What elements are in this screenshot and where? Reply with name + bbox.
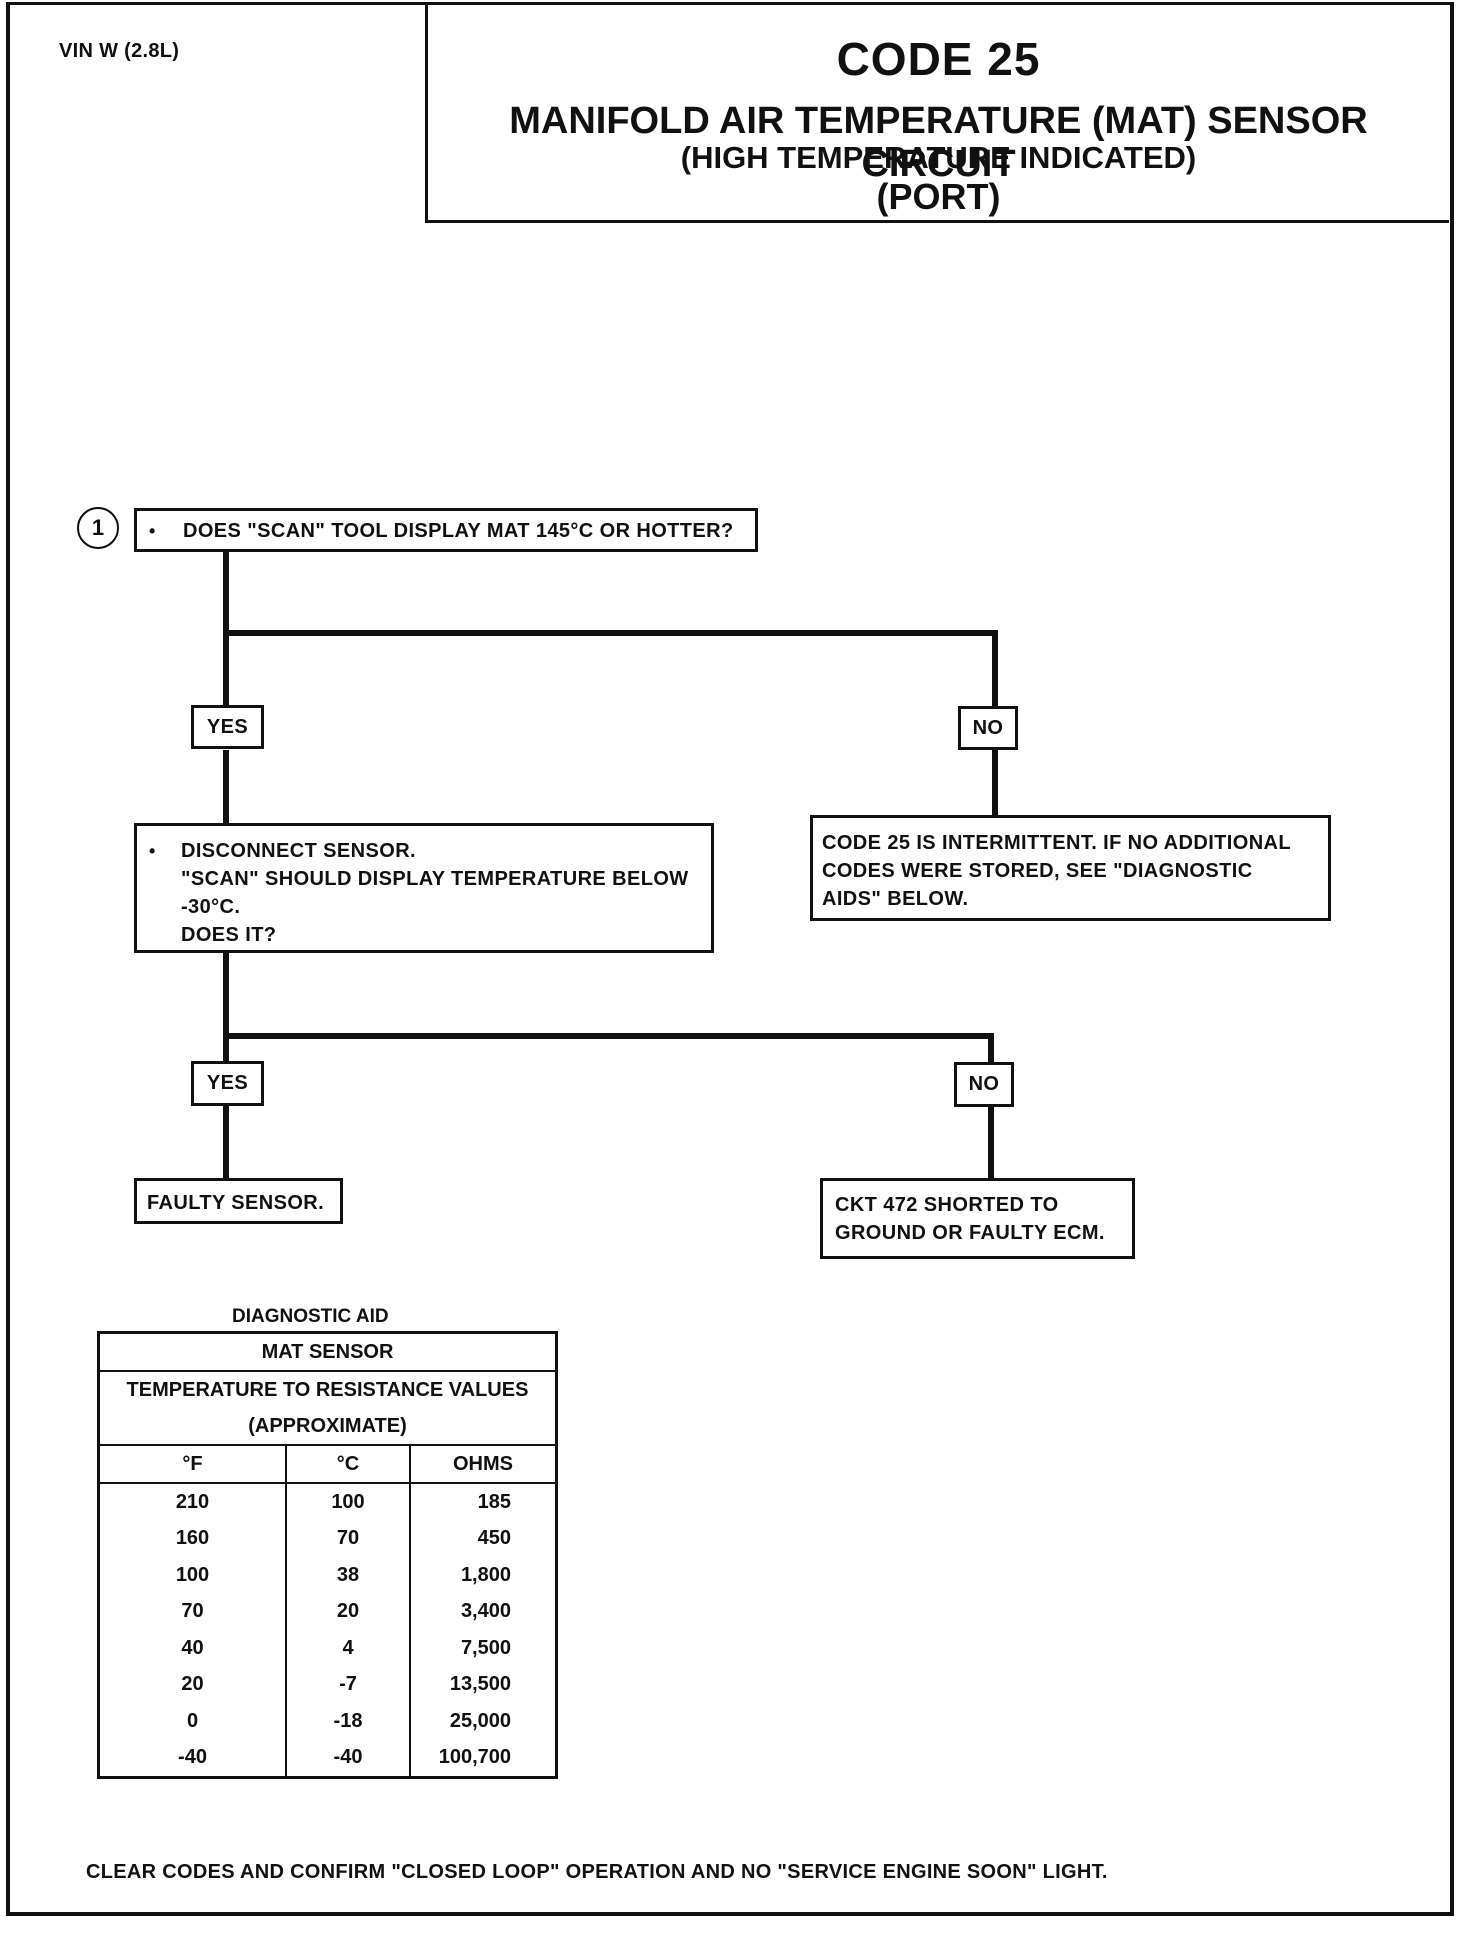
column-header-celsius: °C xyxy=(286,1445,411,1484)
connector-q2-down xyxy=(223,953,229,1061)
table-row: 160 70 450 xyxy=(98,1520,557,1557)
no-label-1: NO xyxy=(958,706,1018,750)
intermittent-line: CODES WERE STORED, SEE "DIAGNOSTIC xyxy=(822,860,1253,882)
diagnostic-aid-heading: DIAGNOSTIC AID xyxy=(232,1306,389,1327)
cell-fahrenheit: 210 xyxy=(98,1483,287,1521)
question-2-line: DISCONNECT SENSOR. xyxy=(181,840,417,862)
footer-instruction: CLEAR CODES AND CONFIRM "CLOSED LOOP" OP… xyxy=(86,1861,1108,1883)
cell-celsius: -18 xyxy=(286,1703,411,1740)
condition-subtitle: (HIGH TEMPERATURE INDICATED) xyxy=(680,140,1197,175)
table-row: 20 -7 13,500 xyxy=(98,1666,557,1703)
page-border xyxy=(6,4,1454,1916)
cell-ohms: 3,400 xyxy=(460,1600,511,1623)
cell-celsius: 4 xyxy=(286,1630,411,1667)
table-row: 0 -18 25,000 xyxy=(98,1703,557,1740)
question-box-1: • DOES "SCAN" TOOL DISPLAY MAT 145°C OR … xyxy=(134,508,758,552)
connector-q2-no-to-result xyxy=(988,1106,994,1178)
connector-q1-yes-down xyxy=(223,750,229,828)
cell-celsius: 38 xyxy=(286,1557,411,1594)
question-2-line: "SCAN" SHOULD DISPLAY TEMPERATURE BELOW xyxy=(181,868,689,890)
title-block: CODE 25 MANIFOLD AIR TEMPERATURE (MAT) S… xyxy=(425,4,1449,223)
cell-ohms: 7,500 xyxy=(460,1636,511,1659)
ckt-line: CKT 472 SHORTED TO xyxy=(835,1194,1059,1216)
code-title: CODE 25 xyxy=(836,33,1041,85)
vin-label: VIN W (2.8L) xyxy=(59,40,180,62)
table-row: -40 -40 100,700 xyxy=(98,1739,557,1778)
cell-ohms: 13,500 xyxy=(449,1673,511,1696)
ckt-short-result-box: CKT 472 SHORTED TO GROUND OR FAULTY ECM. xyxy=(820,1178,1135,1259)
cell-celsius: -40 xyxy=(286,1739,411,1778)
cell-ohms: 450 xyxy=(477,1527,511,1550)
cell-ohms: 185 xyxy=(477,1490,511,1513)
connector-q1-no-to-result xyxy=(992,750,998,820)
table-row: 40 4 7,500 xyxy=(98,1630,557,1667)
question-2-line: -30°C. xyxy=(181,896,241,918)
connector-q1-no-down xyxy=(992,630,998,716)
cell-fahrenheit: -40 xyxy=(98,1739,287,1778)
yes-label-2: YES xyxy=(191,1061,264,1106)
table-title: MAT SENSOR xyxy=(98,1332,557,1372)
connector-q1-branch xyxy=(223,630,998,636)
cell-fahrenheit: 70 xyxy=(98,1593,287,1630)
cell-celsius: 20 xyxy=(286,1593,411,1630)
question-2-line: DOES IT? xyxy=(181,924,277,946)
intermittent-line: CODE 25 IS INTERMITTENT. IF NO ADDITIONA… xyxy=(822,832,1292,854)
circuit-title: MANIFOLD AIR TEMPERATURE (MAT) SENSOR CI… xyxy=(509,100,1368,185)
intermittent-result-box: CODE 25 IS INTERMITTENT. IF NO ADDITIONA… xyxy=(810,815,1331,921)
connector-q2-yes-down xyxy=(223,1106,229,1178)
column-header-fahrenheit: °F xyxy=(98,1445,287,1484)
mat-sensor-table: MAT SENSOR TEMPERATURE TO RESISTANCE VAL… xyxy=(97,1331,558,1779)
yes-label-1: YES xyxy=(191,705,264,749)
cell-fahrenheit: 100 xyxy=(98,1557,287,1594)
table-subtitle: TEMPERATURE TO RESISTANCE VALUES xyxy=(126,1378,529,1401)
page-border-top xyxy=(6,2,1454,5)
cell-celsius: -7 xyxy=(286,1666,411,1703)
connector-q2-branch xyxy=(223,1033,994,1039)
cell-celsius: 70 xyxy=(286,1520,411,1557)
ckt-line: GROUND OR FAULTY ECM. xyxy=(835,1222,1105,1244)
table-row: 210 100 185 xyxy=(98,1483,557,1521)
cell-ohms: 25,000 xyxy=(449,1709,511,1732)
no-label-2: NO xyxy=(954,1062,1014,1107)
cell-fahrenheit: 0 xyxy=(98,1703,287,1740)
faulty-sensor-text: FAULTY SENSOR. xyxy=(147,1192,325,1214)
column-header-ohms: OHMS xyxy=(410,1445,557,1484)
connector-q2-no-down xyxy=(988,1033,994,1063)
cell-fahrenheit: 40 xyxy=(98,1630,287,1667)
variant-label: (PORT) xyxy=(876,176,1001,217)
cell-fahrenheit: 20 xyxy=(98,1666,287,1703)
intermittent-line: AIDS" BELOW. xyxy=(822,888,969,910)
question-box-2: • DISCONNECT SENSOR. "SCAN" SHOULD DISPL… xyxy=(134,823,714,953)
table-row: 70 20 3,400 xyxy=(98,1593,557,1630)
table-row: 100 38 1,800 xyxy=(98,1557,557,1594)
table-note: (APPROXIMATE) xyxy=(98,1408,557,1446)
bullet: • xyxy=(149,841,156,861)
cell-fahrenheit: 160 xyxy=(98,1520,287,1557)
faulty-sensor-result-box: FAULTY SENSOR. xyxy=(134,1178,343,1224)
question-1-text: DOES "SCAN" TOOL DISPLAY MAT 145°C OR HO… xyxy=(183,520,734,542)
cell-ohms: 1,800 xyxy=(460,1563,511,1586)
cell-celsius: 100 xyxy=(286,1483,411,1521)
step-number-badge: 1 xyxy=(77,507,119,549)
cell-ohms: 100,700 xyxy=(438,1746,511,1769)
bullet: • xyxy=(149,521,156,541)
